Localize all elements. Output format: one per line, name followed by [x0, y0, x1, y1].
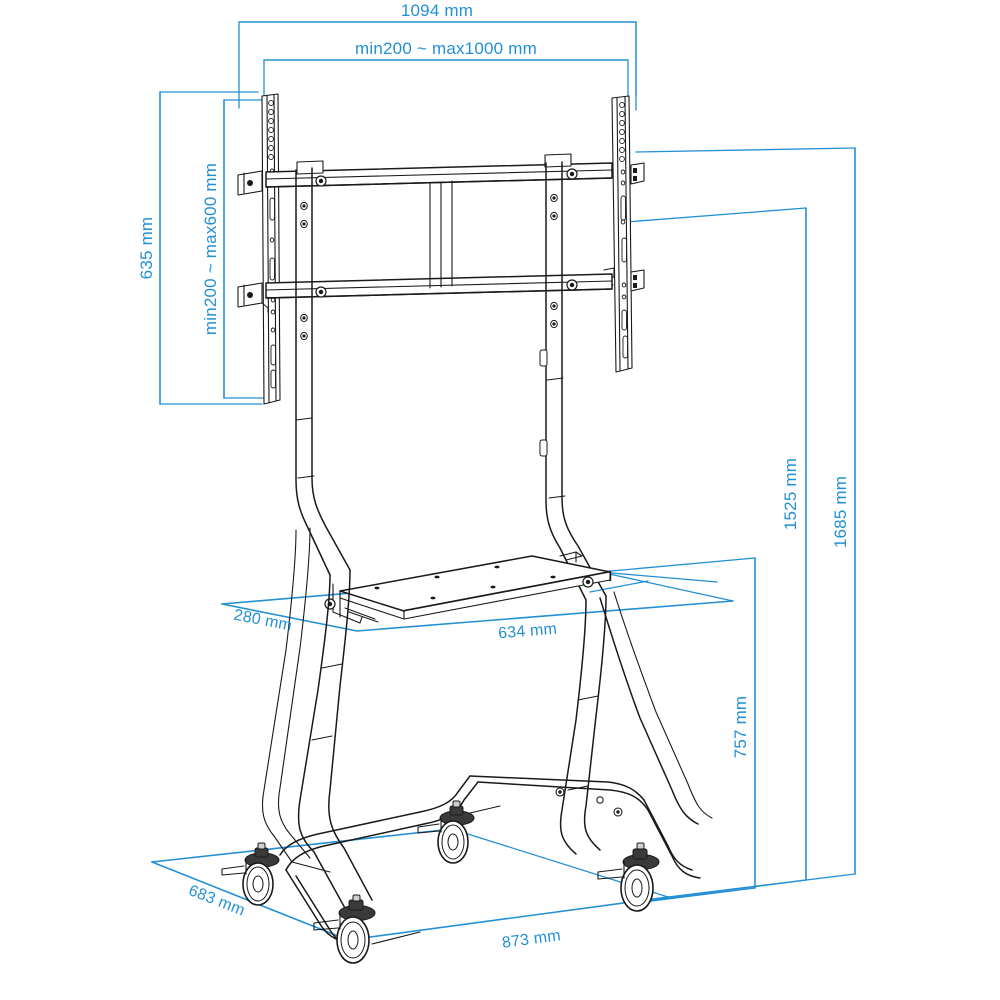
dimension-label-overall-width: 1094 mm [401, 1, 473, 20]
caster-front-left [313, 894, 376, 964]
part-legs [261, 527, 713, 911]
dimension-mount-width-range [263, 59, 629, 101]
rail-bracket-left-upper [237, 170, 263, 196]
dimension-label-mount-top-height: 1525 mm [781, 458, 800, 530]
dimension-label-shelf-height: 757 mm [731, 696, 750, 759]
dimension-mount-height-range [223, 99, 264, 399]
caster-rear-right [417, 800, 475, 864]
dimension-label-bracket-height: 635 mm [137, 217, 156, 280]
part-centre-brace [429, 180, 453, 289]
part-vesa-rail-right [603, 95, 645, 373]
caster-front-right [597, 842, 660, 912]
dimension-overall-width [238, 21, 637, 111]
dimension-label-overall-height: 1685 mm [831, 476, 850, 548]
part-crossbar-bottom [265, 273, 613, 299]
dimension-shelf-height [599, 557, 756, 904]
cart-outline-layer [221, 93, 713, 964]
dimension-label-shelf-width: 634 mm [498, 621, 558, 643]
part-crossbar-top [265, 153, 613, 188]
part-column-right [539, 161, 607, 601]
dimension-bracket-height [159, 91, 263, 405]
rail-bracket-right-upper [630, 162, 645, 185]
rail-bracket-left-lower [237, 282, 269, 313]
shelf-bracket-right [559, 551, 594, 588]
part-column-left [295, 167, 351, 576]
dimension-label-mount-width-range: min200 ~ max1000 mm [355, 39, 537, 58]
caster-rear-left [221, 842, 280, 906]
dimension-label-mount-height-range: min200 ~ max600 mm [201, 163, 220, 335]
dimension-mount-top-height [625, 207, 807, 900]
